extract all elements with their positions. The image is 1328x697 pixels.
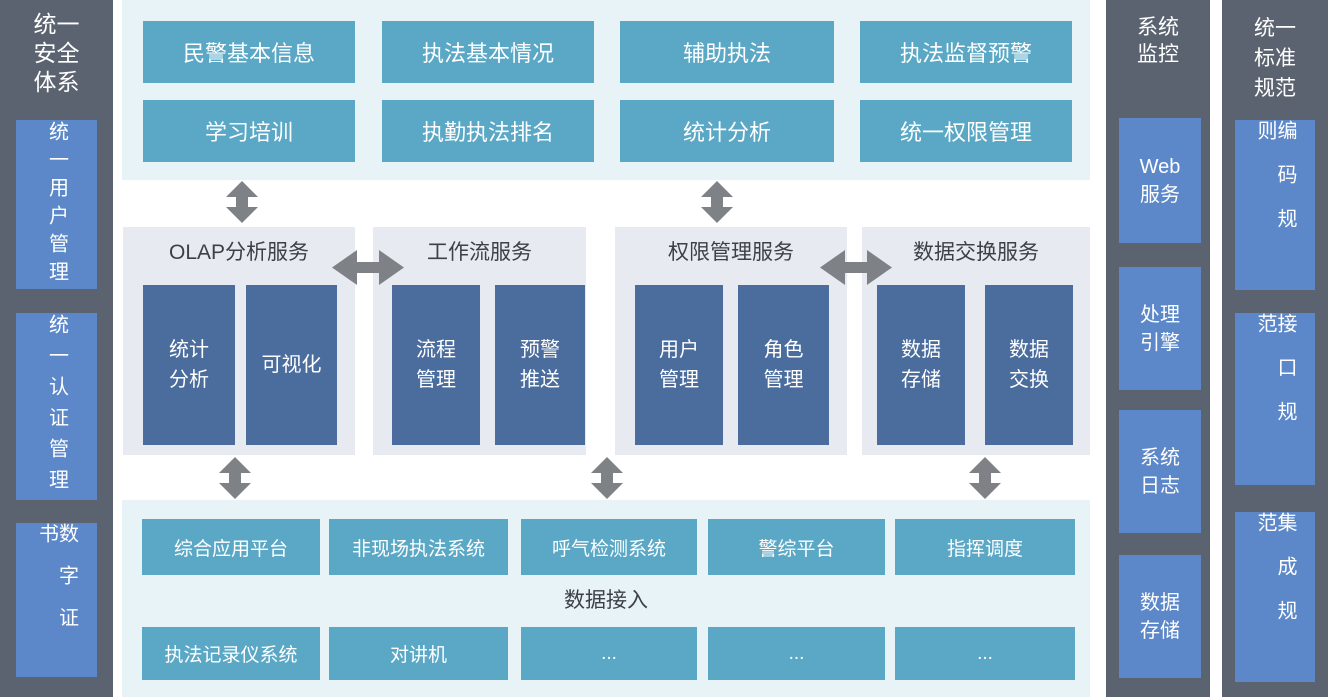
source-box-ellipsis: ... (521, 627, 697, 680)
monitor-item-line: 处理 (1140, 303, 1180, 326)
service-group-title: 数据交换服务 (913, 241, 1039, 264)
service-subbox-role-mgmt: 角色 管理 (738, 285, 829, 445)
monitor-item-line: Web (1139, 155, 1181, 178)
service-subbox-data-exchange: 数据 交换 (985, 285, 1073, 445)
service-group-olap: OLAP分析服务 统计 分析 可视化 (123, 227, 355, 455)
app-button-training: 学习培训 (143, 100, 355, 162)
standards-item-coding-rules: 编码规则 (1235, 120, 1315, 290)
subbox-line: 数据 (1009, 339, 1049, 361)
service-subbox-visualization: 可视化 (246, 285, 337, 445)
title-line: 标准 (1254, 47, 1296, 70)
source-box-breath-test: 呼气检测系统 (521, 519, 697, 575)
subbox-line: 可视化 (261, 354, 322, 376)
subbox-line: 存储 (901, 369, 941, 391)
monitor-item-data-storage: 数据 存储 (1119, 555, 1201, 678)
standards-item-interface-spec: 接口规范 (1235, 313, 1315, 485)
subbox-line: 统计 (169, 339, 209, 361)
security-item-label: 统一用户管理 (45, 120, 68, 289)
double-arrow-vertical-icon (219, 457, 251, 499)
monitor-item-system-log: 系统 日志 (1119, 410, 1201, 533)
subbox-line: 流程 (416, 339, 456, 361)
data-access-label: 数据接入 (564, 589, 648, 612)
double-arrow-vertical-icon (226, 181, 258, 223)
standards-item-integration-spec: 集成规范 (1235, 512, 1315, 682)
subbox-line: 用户 (659, 339, 699, 361)
title-line: 安全 (33, 40, 80, 66)
title-line: 统一 (1254, 17, 1296, 40)
source-box-ellipsis: ... (708, 627, 885, 680)
service-subbox-data-storage: 数据 存储 (877, 285, 965, 445)
subbox-line: 数据 (901, 339, 941, 361)
service-group-permission: 权限管理服务 用户 管理 角色 管理 (615, 227, 847, 455)
subbox-line: 角色 (763, 339, 804, 361)
service-subbox-warn-push: 预警 推送 (495, 285, 585, 445)
subbox-line: 预警 (520, 339, 560, 361)
subbox-line: 管理 (763, 369, 804, 391)
security-item-label: 统一认证管理 (45, 313, 68, 500)
double-arrow-vertical-icon (591, 457, 623, 499)
app-button-stat-analysis: 统计分析 (620, 100, 834, 162)
monitor-column: 系统 监控 Web 服务 处理 引擎 系统 日志 数据 存储 (1106, 0, 1210, 697)
source-box-body-camera: 执法记录仪系统 (142, 627, 320, 680)
source-box-offsite-enforce: 非现场执法系统 (329, 519, 508, 575)
standards-item-label: 集成规范 (1254, 512, 1296, 644)
monitor-item-line: 日志 (1140, 474, 1180, 497)
double-arrow-vertical-icon (969, 457, 1001, 499)
app-button-police-info: 民警基本信息 (143, 21, 355, 83)
app-button-assist-enforce: 辅助执法 (620, 21, 834, 83)
service-group-title: 工作流服务 (427, 241, 532, 264)
security-sidebar: 统一 安全 体系 统一用户管理 统一认证管理 数字证书 (0, 0, 113, 697)
monitor-item-web-service: Web 服务 (1119, 118, 1201, 243)
title-line: 体系 (33, 69, 80, 95)
standards-item-label: 接口规范 (1254, 313, 1296, 445)
security-sidebar-title: 统一 安全 体系 (0, 10, 113, 97)
double-arrow-horizontal-icon (820, 250, 892, 285)
app-button-supervise-warn: 执法监督预警 (860, 21, 1072, 83)
source-box-police-platform: 警综平台 (708, 519, 885, 575)
monitor-item-process-engine: 处理 引擎 (1119, 267, 1201, 390)
source-box-command-dispatch: 指挥调度 (895, 519, 1075, 575)
app-button-perm-mgmt: 统一权限管理 (860, 100, 1072, 162)
monitor-item-line: 存储 (1140, 619, 1180, 642)
subbox-line: 管理 (416, 369, 456, 391)
double-arrow-vertical-icon (701, 181, 733, 223)
service-subbox-stat-analysis: 统计 分析 (143, 285, 235, 445)
app-button-duty-ranking: 执勤执法排名 (382, 100, 594, 162)
security-item-digital-cert: 数字证书 (16, 523, 97, 677)
service-group-workflow: 工作流服务 流程 管理 预警 推送 (373, 227, 586, 455)
monitor-item-line: 系统 (1140, 446, 1180, 469)
subbox-line: 分析 (169, 369, 209, 391)
monitor-item-line: 服务 (1140, 183, 1180, 206)
standards-column: 统一 标准 规范 编码规则 接口规范 集成规范 (1222, 0, 1328, 697)
monitor-item-line: 数据 (1140, 591, 1180, 614)
service-group-title: 权限管理服务 (668, 241, 794, 264)
security-item-user-mgmt: 统一用户管理 (16, 120, 97, 289)
service-subbox-process-mgmt: 流程 管理 (392, 285, 480, 445)
source-box-app-platform: 综合应用平台 (142, 519, 320, 575)
security-item-label: 数字证书 (35, 523, 78, 649)
source-box-ellipsis: ... (895, 627, 1075, 680)
title-line: 系统 (1137, 16, 1179, 39)
service-group-title: OLAP分析服务 (168, 241, 310, 264)
double-arrow-horizontal-icon (332, 250, 404, 285)
application-band: 民警基本信息 执法基本情况 辅助执法 执法监督预警 学习培训 执勤执法排名 统计… (122, 0, 1090, 180)
subbox-line: 推送 (520, 369, 560, 391)
security-item-auth-mgmt: 统一认证管理 (16, 313, 97, 500)
app-button-enforce-basic: 执法基本情况 (382, 21, 594, 83)
monitor-column-title: 系统 监控 (1106, 14, 1210, 68)
monitor-item-line: 引擎 (1140, 331, 1180, 354)
title-line: 监控 (1137, 43, 1179, 66)
service-subbox-user-mgmt: 用户 管理 (635, 285, 723, 445)
standards-column-title: 统一 标准 规范 (1222, 14, 1328, 104)
standards-item-label: 编码规则 (1254, 120, 1296, 252)
title-line: 规范 (1254, 77, 1296, 100)
subbox-line: 交换 (1009, 369, 1049, 391)
service-group-data-exchange: 数据交换服务 数据 存储 数据 交换 (862, 227, 1090, 455)
title-line: 统一 (33, 11, 80, 37)
subbox-line: 管理 (659, 369, 699, 391)
source-box-intercom: 对讲机 (329, 627, 508, 680)
data-access-band: 综合应用平台 非现场执法系统 呼气检测系统 警综平台 指挥调度 数据接入 执法记… (122, 500, 1090, 697)
